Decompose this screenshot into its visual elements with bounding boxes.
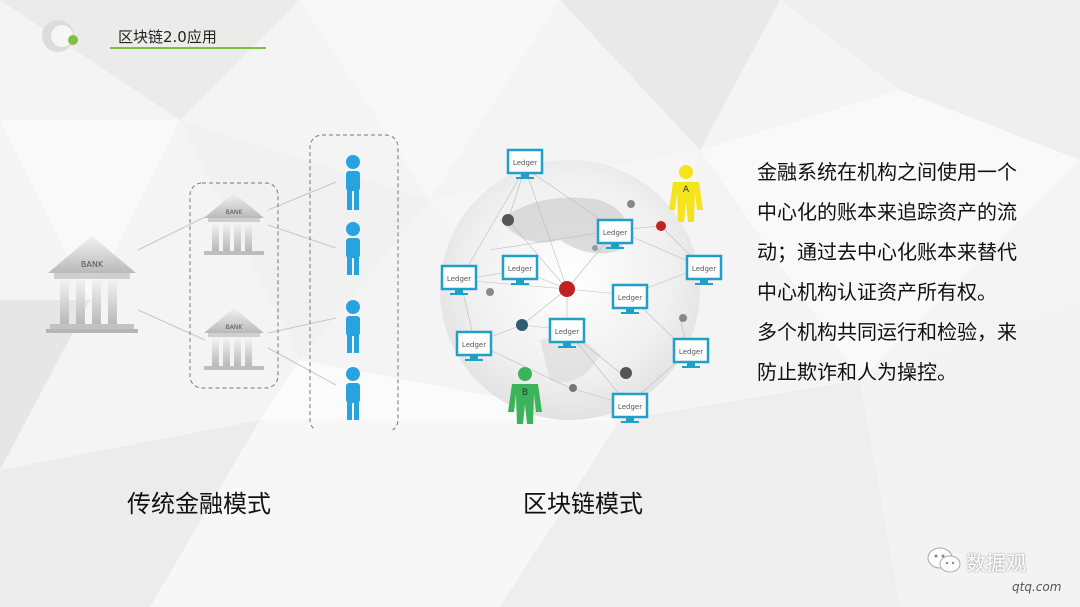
ledger-icon-5: Ledger: [685, 254, 723, 285]
svg-text:Ledger: Ledger: [679, 348, 703, 356]
svg-text:Ledger: Ledger: [462, 341, 486, 349]
watermark-sub: qtq.com: [1012, 580, 1062, 594]
description-line: 防止欺诈和人为操控。: [757, 360, 957, 384]
svg-text:Ledger: Ledger: [618, 294, 642, 302]
bank-small-label-1: BANK: [226, 209, 244, 216]
description-line: 金融系统在机构之间使用一个: [757, 160, 1017, 184]
svg-text:Ledger: Ledger: [618, 403, 642, 411]
person-icon-3: [346, 300, 360, 353]
description-line: 动；通过去中心化账本来替代: [757, 240, 1017, 264]
description-line: 中心化的账本来追踪资产的流: [757, 200, 1017, 224]
person-a-label: A: [683, 185, 690, 195]
person-icon-2: [346, 222, 360, 275]
bank-icon-small-1: BANK: [204, 193, 264, 255]
ledger-icon-10: Ledger: [611, 392, 649, 423]
person-icon-4: [346, 367, 360, 420]
wechat-icon: [927, 547, 961, 573]
bank-large-label: BANK: [81, 260, 104, 269]
blockchain-network-diagram: Ledger Ledger Ledger Ledger Ledger: [440, 148, 723, 424]
traditional-caption: 传统金融模式: [127, 490, 271, 518]
slide-title: 区块链2.0应用: [118, 28, 217, 46]
bank-small-label-2: BANK: [226, 324, 244, 331]
person-b-icon: B: [508, 367, 542, 424]
svg-text:Ledger: Ledger: [692, 265, 716, 273]
description-text: 金融系统在机构之间使用一个 中心化的账本来追踪资产的流 动；通过去中心化账本来替…: [757, 152, 1057, 392]
ledger-icon-4: Ledger: [440, 264, 478, 295]
title-underline: [110, 47, 266, 49]
ledger-icon-3: Ledger: [501, 254, 539, 285]
ledger-icon-6: Ledger: [611, 283, 649, 314]
description-line: 中心机构认证资产所有权。: [757, 280, 997, 304]
blockchain-caption: 区块链模式: [523, 490, 643, 518]
bank-icon-small-2: BANK: [204, 308, 264, 370]
person-b-label: B: [522, 388, 528, 398]
svg-text:Ledger: Ledger: [508, 265, 532, 273]
description-line: 多个机构共同运行和检验，来: [757, 320, 1017, 344]
bank-group-box: [189, 182, 279, 389]
svg-text:Ledger: Ledger: [603, 229, 627, 237]
traditional-finance-diagram: BANK BANK BANK: [46, 134, 399, 430]
title-ornament-icon: [42, 20, 78, 52]
svg-text:Ledger: Ledger: [555, 328, 579, 336]
ledger-icon-9: Ledger: [672, 337, 710, 368]
ledger-icon-2: Ledger: [596, 218, 634, 249]
central-red-node: [559, 281, 575, 297]
ledger-icon-1: Ledger: [506, 148, 544, 179]
svg-text:Ledger: Ledger: [447, 275, 471, 283]
person-icon-1: [346, 155, 360, 210]
ledger-icons: Ledger Ledger Ledger Ledger Ledger: [440, 148, 723, 423]
ledger-icon-7: Ledger: [548, 317, 586, 348]
bank-icon-large: BANK: [46, 236, 138, 333]
person-a-icon: A: [669, 165, 703, 222]
title-block: 区块链2.0应用: [40, 18, 280, 58]
svg-text:Ledger: Ledger: [513, 159, 537, 167]
person-group-box: [309, 134, 399, 430]
watermark-text: 数据观: [966, 551, 1026, 575]
ledger-icon-8: Ledger: [455, 330, 493, 361]
